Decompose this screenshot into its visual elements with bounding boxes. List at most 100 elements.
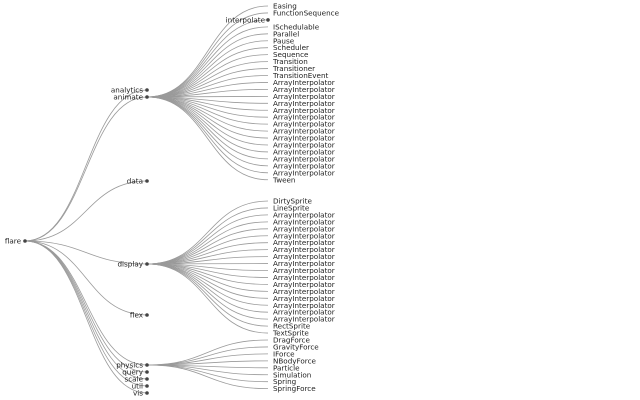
link-display-arrayinterpolator: [146, 242, 269, 265]
leaf-arrayinterpolator-label: ArrayInterpolator: [273, 287, 335, 296]
link-display-linesprite: [146, 207, 269, 265]
leaf-arrayinterpolator-label: ArrayInterpolator: [273, 315, 335, 324]
leaf-spring: Spring: [273, 377, 296, 386]
node-display-label: display: [117, 260, 143, 269]
link-physics-gravityforce: [146, 346, 269, 366]
leaf-arrayinterpolator-label: ArrayInterpolator: [273, 217, 335, 226]
leaf-simulation: Simulation: [273, 370, 311, 379]
leaf-spring-label: Spring: [273, 377, 296, 386]
leaf-easing: Easing: [273, 2, 297, 11]
link-display-dirtysprite: [146, 200, 269, 265]
link-flare-analytics: [24, 89, 148, 242]
leaf-arrayinterpolator: ArrayInterpolator: [273, 252, 335, 261]
leaf-linesprite: LineSprite: [273, 203, 310, 212]
leaf-arrayinterpolator-label: ArrayInterpolator: [273, 308, 335, 317]
leaf-arrayinterpolator: ArrayInterpolator: [273, 78, 335, 87]
node-vis-label: vis: [133, 389, 143, 398]
leaf-ischedulable: ISchedulable: [273, 22, 320, 31]
leaf-arrayinterpolator-label: ArrayInterpolator: [273, 210, 335, 219]
link-flare-flex: [24, 240, 148, 316]
leaf-arrayinterpolator-label: ArrayInterpolator: [273, 85, 335, 94]
node-physics: physics: [116, 361, 149, 370]
leaf-springforce-label: SpringForce: [273, 384, 316, 393]
leaf-arrayinterpolator: ArrayInterpolator: [273, 161, 335, 170]
leaf-tween: Tween: [272, 175, 295, 184]
link-animate-transition: [146, 61, 269, 98]
leaf-arrayinterpolator: ArrayInterpolator: [273, 259, 335, 268]
leaf-arrayinterpolator: ArrayInterpolator: [273, 141, 335, 150]
node-util: util: [132, 382, 149, 391]
link-display-arrayinterpolator: [146, 263, 269, 313]
leaf-arrayinterpolator: ArrayInterpolator: [273, 134, 335, 143]
node-analytics-dot: [145, 88, 149, 92]
node-scale-label: scale: [124, 375, 143, 384]
leaf-arrayinterpolator: ArrayInterpolator: [273, 99, 335, 108]
leaf-sequence-label: Sequence: [273, 50, 309, 59]
leaf-scheduler-label: Scheduler: [273, 43, 309, 52]
leaf-arrayinterpolator-label: ArrayInterpolator: [273, 259, 335, 268]
leaf-ischedulable-label: ISchedulable: [273, 22, 320, 31]
leaf-arrayinterpolator: ArrayInterpolator: [273, 224, 335, 233]
leaf-iforce-label: IForce: [273, 349, 295, 358]
leaf-arrayinterpolator: ArrayInterpolator: [273, 127, 335, 136]
leaf-rectsprite: RectSprite: [273, 322, 311, 331]
tree-nodes: flare analyticsanimateEasingFunctionSequ…: [5, 2, 340, 398]
node-display-dot: [145, 262, 149, 266]
leaf-arrayinterpolator-label: ArrayInterpolator: [273, 120, 335, 129]
leaf-nbodyforce-label: NBodyForce: [273, 356, 317, 365]
leaf-arrayinterpolator: ArrayInterpolator: [273, 287, 335, 296]
link-flare-vis: [24, 240, 148, 394]
leaf-arrayinterpolator-label: ArrayInterpolator: [273, 224, 335, 233]
leaf-pause: Pause: [273, 36, 295, 45]
leaf-arrayinterpolator: ArrayInterpolator: [273, 294, 335, 303]
node-analytics: analytics: [111, 86, 149, 95]
link-animate-pause: [146, 40, 269, 98]
leaf-arrayinterpolator-label: ArrayInterpolator: [273, 245, 335, 254]
link-flare-animate: [24, 96, 148, 242]
leaf-nbodyforce: NBodyForce: [273, 356, 317, 365]
leaf-arrayinterpolator: ArrayInterpolator: [273, 147, 335, 156]
leaf-easing-label: Easing: [273, 2, 297, 11]
link-flare-data: [24, 180, 148, 242]
node-scale-dot: [145, 377, 149, 381]
leaf-arrayinterpolator-label: ArrayInterpolator: [273, 134, 335, 143]
link-animate-ischedulable: [146, 26, 269, 98]
leaf-transitionevent: TransitionEvent: [272, 71, 329, 80]
root-node-label: flare: [5, 237, 22, 246]
node-flex-label: flex: [130, 311, 144, 320]
leaf-functionsequence-label: FunctionSequence: [273, 8, 340, 17]
leaf-textsprite: TextSprite: [272, 329, 309, 338]
leaf-arrayinterpolator-label: ArrayInterpolator: [273, 78, 335, 87]
leaf-arrayinterpolator: ArrayInterpolator: [273, 168, 335, 177]
tree-links: [24, 5, 269, 394]
node-data: data: [127, 177, 149, 186]
leaf-gravityforce-label: GravityForce: [273, 342, 319, 351]
leaf-arrayinterpolator: ArrayInterpolator: [273, 266, 335, 275]
leaf-simulation-label: Simulation: [273, 370, 311, 379]
root-node-dot: [23, 239, 27, 243]
node-analytics-label: analytics: [111, 86, 143, 95]
leaf-arrayinterpolator: ArrayInterpolator: [273, 280, 335, 289]
leaf-arrayinterpolator-label: ArrayInterpolator: [273, 273, 335, 282]
link-display-arrayinterpolator: [146, 263, 269, 299]
leaf-arrayinterpolator: ArrayInterpolator: [273, 301, 335, 310]
node-flex: flex: [130, 311, 149, 320]
leaf-interpolate: interpolate: [226, 15, 270, 24]
node-physics-label: physics: [116, 361, 143, 370]
leaf-dirtysprite: DirtySprite: [273, 197, 312, 206]
link-animate-sequence: [146, 54, 269, 98]
link-physics-springforce: [146, 364, 269, 390]
leaf-transitionevent-label: TransitionEvent: [272, 71, 329, 80]
leaf-textsprite-label: TextSprite: [272, 329, 309, 338]
leaf-arrayinterpolator: ArrayInterpolator: [273, 273, 335, 282]
leaf-functionsequence: FunctionSequence: [273, 8, 340, 17]
leaf-arrayinterpolator: ArrayInterpolator: [273, 217, 335, 226]
leaf-transitioner: Transitioner: [272, 64, 315, 73]
link-display-arrayinterpolator: [146, 221, 269, 265]
leaf-rectsprite-label: RectSprite: [273, 322, 311, 331]
node-query-dot: [145, 370, 149, 374]
leaf-dragforce: DragForce: [273, 336, 310, 345]
link-display-arrayinterpolator: [146, 263, 269, 292]
leaf-arrayinterpolator: ArrayInterpolator: [273, 245, 335, 254]
